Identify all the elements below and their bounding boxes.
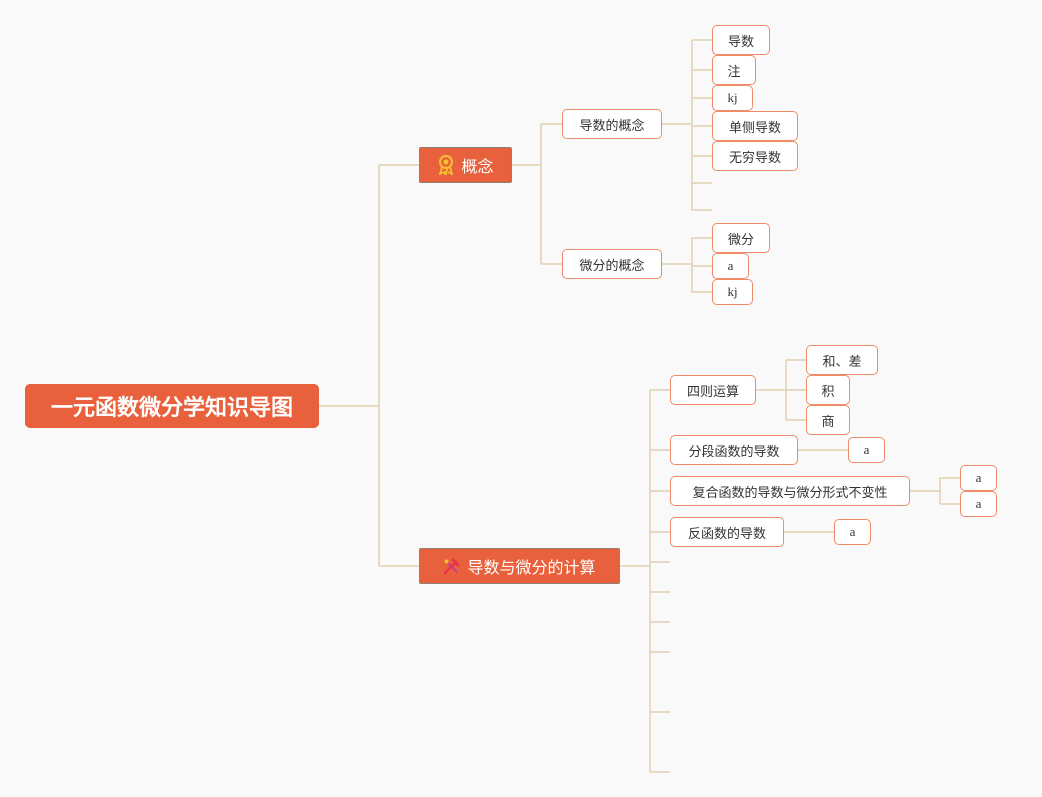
subtopic-infinite-derivative[interactable]: 无穷导数 <box>712 141 798 171</box>
branch-concept-label: 概念 <box>461 157 494 176</box>
topic-derivative-concept[interactable]: 导数的概念 <box>562 109 662 139</box>
root-topic[interactable]: 一元函数微分学知识导图 <box>25 384 319 428</box>
topic-inverse-derivative[interactable]: 反函数的导数 <box>670 517 784 547</box>
branch-concept[interactable]: 概念 <box>419 147 512 183</box>
award-ribbon-icon <box>437 155 455 175</box>
topic-piecewise-derivative[interactable]: 分段函数的导数 <box>670 435 798 465</box>
subtopic-kj-2[interactable]: kj <box>712 279 753 305</box>
subtopic-inverse-a[interactable]: a <box>834 519 871 545</box>
subtopic-note[interactable]: 注 <box>712 55 756 85</box>
subtopic-piecewise-a[interactable]: a <box>848 437 885 463</box>
subtopic-a[interactable]: a <box>712 253 749 279</box>
subtopic-product[interactable]: 积 <box>806 375 850 405</box>
subtopic-composite-a-1[interactable]: a <box>960 465 997 491</box>
topic-arithmetic-rules[interactable]: 四则运算 <box>670 375 756 405</box>
branch-calculation-label: 导数与微分的计算 <box>467 558 596 577</box>
topic-composite-derivative[interactable]: 复合函数的导数与微分形式不变性 <box>670 476 910 506</box>
subtopic-quotient[interactable]: 商 <box>806 405 850 435</box>
topic-differential-concept[interactable]: 微分的概念 <box>562 249 662 279</box>
subtopic-one-sided-derivative[interactable]: 单侧导数 <box>712 111 798 141</box>
subtopic-differential[interactable]: 微分 <box>712 223 770 253</box>
subtopic-kj[interactable]: kj <box>712 85 753 111</box>
subtopic-composite-a-2[interactable]: a <box>960 491 997 517</box>
tools-icon <box>443 557 461 575</box>
subtopic-sum-difference[interactable]: 和、差 <box>806 345 878 375</box>
branch-calculation[interactable]: 导数与微分的计算 <box>419 548 620 584</box>
subtopic-derivative[interactable]: 导数 <box>712 25 770 55</box>
